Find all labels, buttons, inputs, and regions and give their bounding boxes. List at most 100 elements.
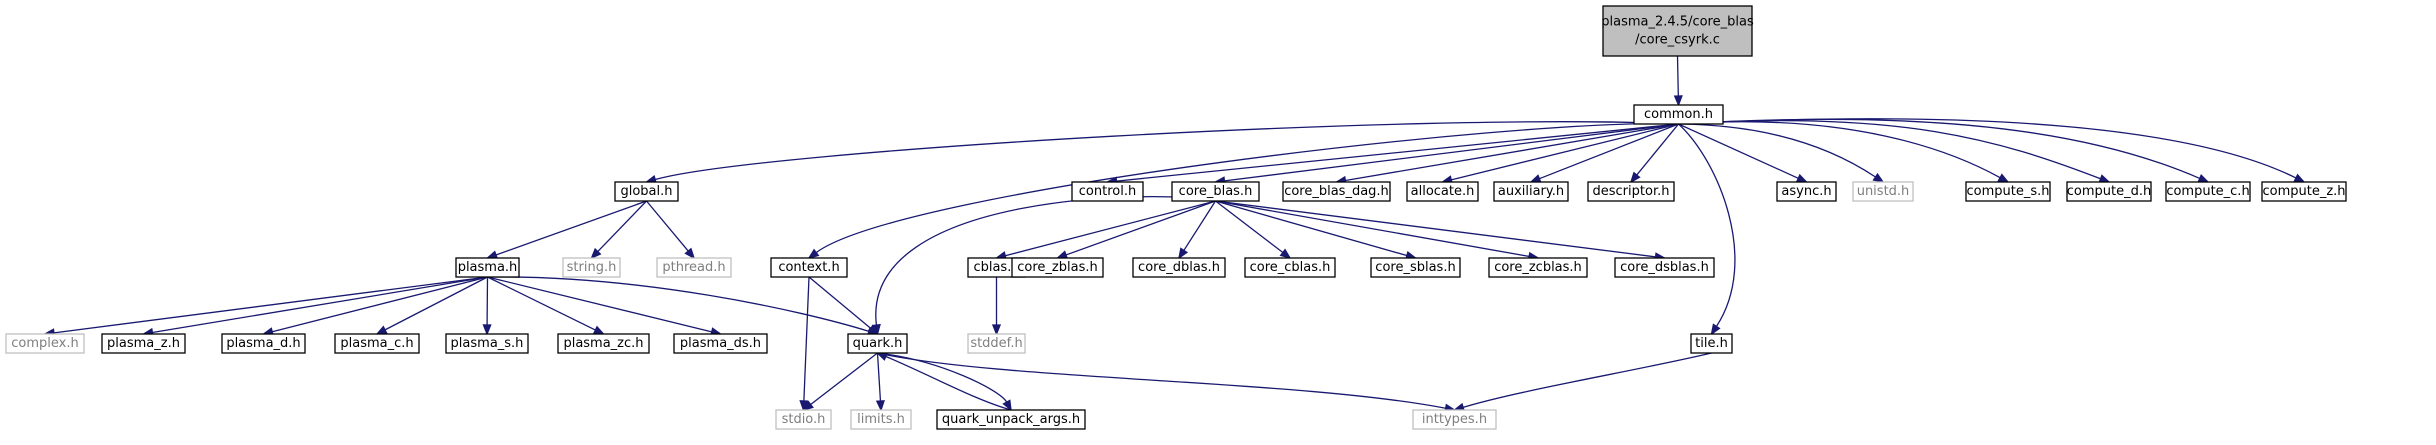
node-auxiliary[interactable]: auxiliary.h (1493, 181, 1569, 202)
edge-global-to-pthread (646, 200, 696, 260)
node-common[interactable]: common.h (1633, 104, 1724, 125)
node-label: context.h (778, 260, 839, 275)
node-box (1244, 257, 1336, 278)
node-inttypes: inttypes.h (1412, 409, 1497, 430)
node-global[interactable]: global.h (614, 181, 679, 202)
node-label: complex.h (11, 336, 78, 351)
node-quark[interactable]: quark.h (847, 333, 908, 354)
edge-global-to-plasma (485, 200, 647, 260)
node-label: allocate.h (1411, 184, 1475, 199)
node-core-zcblas[interactable]: core_zcblas.h (1488, 257, 1588, 278)
node-label: plasma_c.h (340, 336, 413, 351)
edge-arrowhead (1002, 399, 1012, 412)
node-box (2261, 181, 2347, 202)
node-label: tile.h (1695, 336, 1728, 351)
node-core-cblas[interactable]: core_cblas.h (1244, 257, 1336, 278)
node-async[interactable]: async.h (1776, 181, 1837, 202)
node-plasma-d[interactable]: plasma_d.h (221, 333, 306, 354)
edge-core_blas-to-core_dblas (1178, 200, 1217, 260)
node-box (1776, 181, 1837, 202)
edge-line (1215, 200, 1284, 254)
edge-quark-to-stdio (802, 352, 878, 412)
node-label: plasma.h (458, 260, 518, 275)
edge-line (1676, 55, 1679, 97)
node-label: compute_s.h (1967, 184, 2050, 199)
node-compute-c[interactable]: compute_c.h (2165, 181, 2251, 202)
node-box (936, 409, 1086, 430)
node-core-dsblas[interactable]: core_dsblas.h (1614, 257, 1715, 278)
node-compute-z[interactable]: compute_z.h (2261, 181, 2347, 202)
node-context[interactable]: context.h (770, 257, 848, 278)
edge-arrowhead (875, 352, 889, 361)
edge-line (495, 200, 647, 256)
node-box (1690, 333, 1733, 354)
edge-common-to-tile (1678, 123, 1736, 336)
node-label: plasma_2.4.5/core_blas (1601, 15, 1754, 30)
node-root[interactable]: plasma_2.4.5/core_blas/core_csyrk.c (1601, 5, 1754, 57)
edge-line (487, 276, 712, 333)
node-box (1614, 257, 1715, 278)
edge-line (272, 276, 488, 333)
node-box (1071, 181, 1144, 202)
node-core-dblas[interactable]: core_dblas.h (1132, 257, 1226, 278)
node-label: limits.h (857, 412, 905, 427)
edge-global-to-string (590, 200, 647, 260)
node-compute-s[interactable]: compute_s.h (1965, 181, 2051, 202)
edge-plasma-to-plasma_s (482, 276, 492, 336)
node-box (847, 333, 908, 354)
edge-arrowhead (1872, 172, 1885, 183)
edge-core_blas-to-core_zcblas (1215, 200, 1540, 261)
node-box (673, 333, 768, 354)
node-descriptor[interactable]: descriptor.h (1587, 181, 1675, 202)
edge-quark_unpack-to-quark (875, 352, 1012, 411)
node-plasma-c[interactable]: plasma_c.h (334, 333, 420, 354)
node-box (334, 333, 420, 354)
edge-context-to-stdio (799, 276, 810, 412)
node-label: compute_z.h (2262, 184, 2345, 199)
node-control[interactable]: control.h (1071, 181, 1144, 202)
node-plasma[interactable]: plasma.h (455, 257, 520, 278)
edge-arrowhead (485, 250, 499, 260)
node-core-blas[interactable]: core_blas.h (1171, 181, 1260, 202)
node-label: stddef.h (970, 336, 1022, 351)
edge-common-to-async (1678, 123, 1809, 183)
edge-root-to-common (1673, 55, 1683, 107)
node-label: common.h (1644, 107, 1713, 122)
edge-common-to-unistd (1678, 123, 1885, 183)
edge-arrowhead (871, 323, 881, 336)
edge-arrowhead (875, 400, 885, 412)
node-core-zblas[interactable]: core_zblas.h (1011, 257, 1104, 278)
edge-arrowhead (1673, 95, 1683, 107)
edge-line (810, 352, 878, 406)
node-box (2066, 181, 2152, 202)
node-label: control.h (1079, 184, 1136, 199)
node-string: string.h (562, 257, 621, 278)
node-plasma-zc[interactable]: plasma_zc.h (557, 333, 650, 354)
node-allocate[interactable]: allocate.h (1406, 181, 1479, 202)
node-plasma-s[interactable]: plasma_s.h (445, 333, 529, 354)
edge-arrowhead (2197, 173, 2210, 183)
node-core-blas-dag[interactable]: core_blas_dag.h (1282, 181, 1391, 202)
node-pthread: pthread.h (656, 257, 732, 278)
node-cblas[interactable]: cblas.h (967, 257, 1026, 278)
node-label: quark_unpack_args.h (942, 412, 1080, 427)
node-box (1633, 104, 1724, 125)
node-plasma-z[interactable]: plasma_z.h (101, 333, 186, 354)
node-quark-unpack[interactable]: quark_unpack_args.h (936, 409, 1086, 430)
edge-line (1215, 200, 1408, 257)
edge-plasma-to-plasma_c (375, 276, 488, 335)
edge-line (1636, 123, 1680, 176)
edge-common-to-compute_d (1678, 119, 2111, 183)
node-label: inttypes.h (1422, 412, 1487, 427)
edge-line (1678, 123, 1876, 178)
node-compute-d[interactable]: compute_d.h (2066, 181, 2152, 202)
node-box (2165, 181, 2251, 202)
node-box (101, 333, 186, 354)
node-box (1011, 257, 1104, 278)
node-tile[interactable]: tile.h (1690, 333, 1733, 354)
node-plasma-ds[interactable]: plasma_ds.h (673, 333, 768, 354)
edge-quark-to-quark_unpack (877, 352, 1012, 412)
node-core-sblas[interactable]: core_sblas.h (1370, 257, 1461, 278)
edge-line (384, 276, 488, 331)
node-label: plasma_ds.h (680, 336, 761, 351)
